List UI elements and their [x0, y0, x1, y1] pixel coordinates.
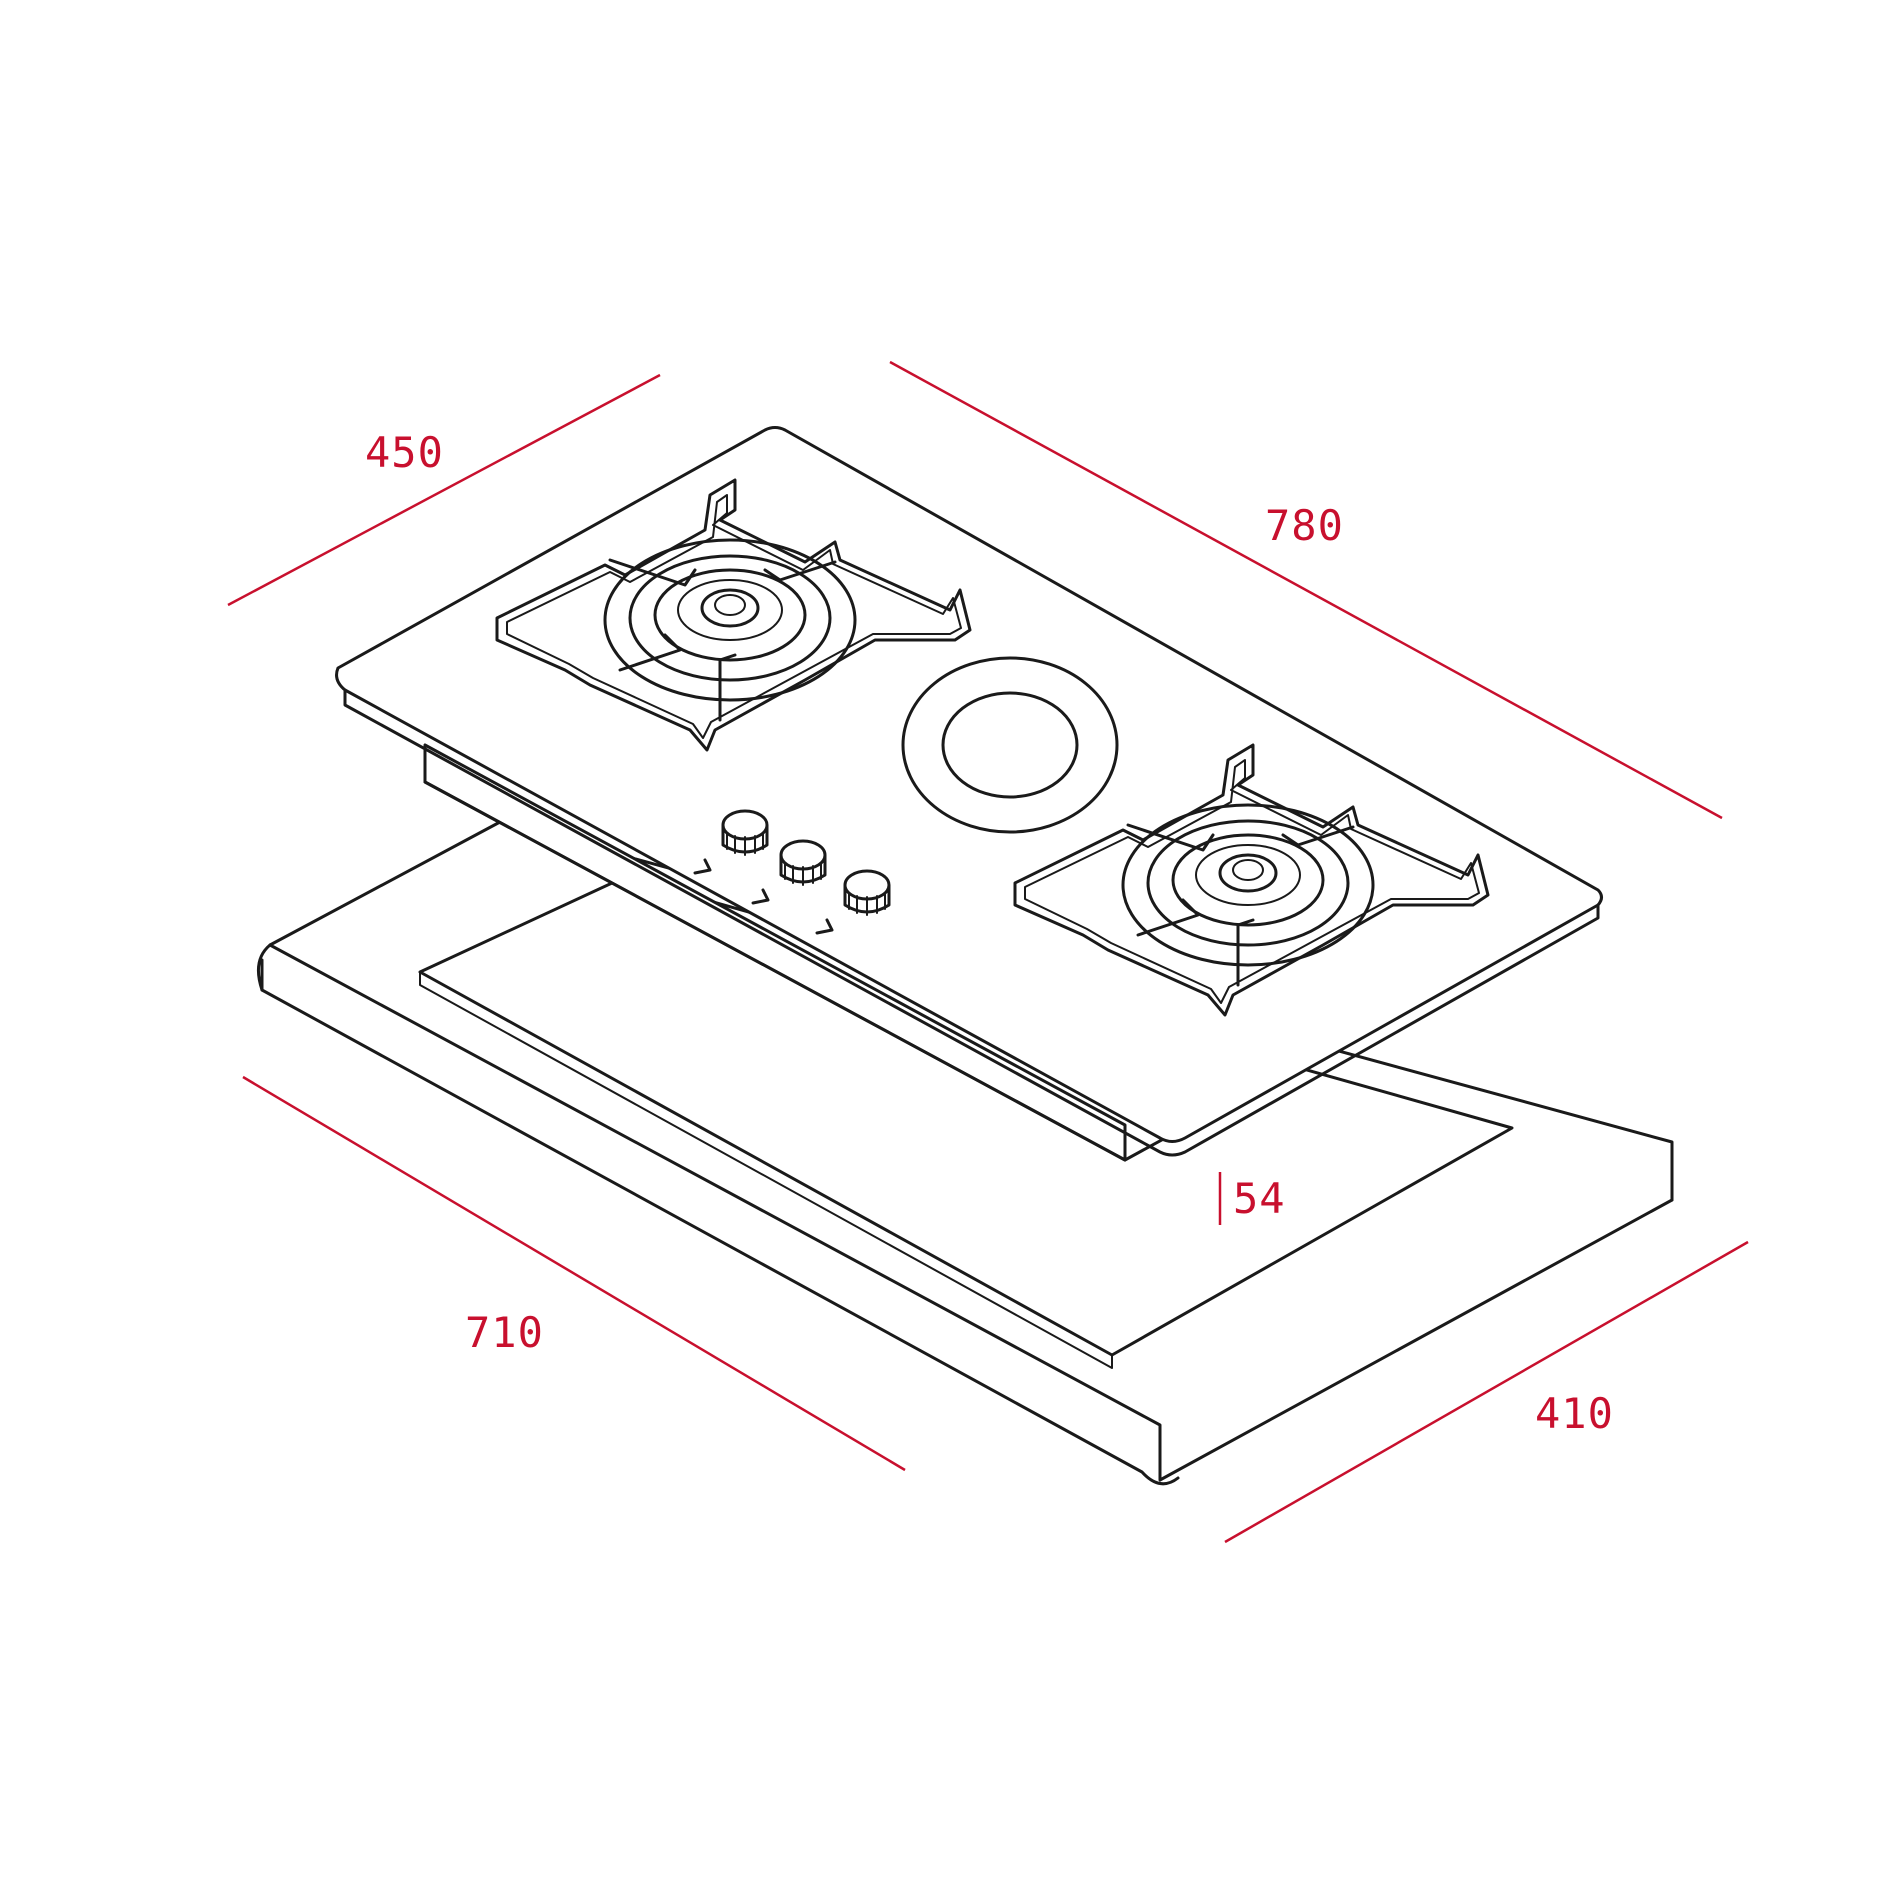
burner-left	[495, 478, 972, 752]
control-knob-1	[693, 809, 769, 875]
center-ring	[901, 656, 1119, 834]
dim-line-cutout-width	[242, 1075, 906, 1472]
dim-label-hob-width: 780	[1265, 501, 1344, 550]
dim-line-hob-width	[889, 360, 1723, 820]
dim-label-cutout-depth: 410	[1535, 1389, 1614, 1438]
control-knob-2	[751, 839, 827, 905]
control-knob-3	[815, 869, 891, 935]
control-knobs	[693, 809, 891, 935]
dim-line-cutout-depth	[1224, 1240, 1749, 1544]
dim-label-cutout-width: 710	[465, 1308, 544, 1357]
dimension-labels: 450 780 710 410 54	[365, 428, 1614, 1438]
burner-right	[1013, 743, 1490, 1017]
dim-label-hob-height: 54	[1233, 1174, 1286, 1223]
dim-line-hob-depth	[227, 373, 661, 607]
dim-label-hob-depth: 450	[365, 428, 444, 477]
dimension-lines	[227, 360, 1749, 1544]
